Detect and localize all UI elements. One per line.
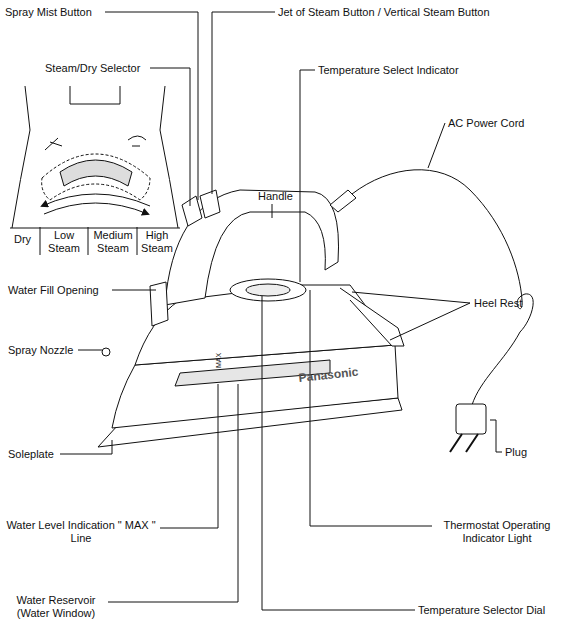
- leader-line: [310, 290, 432, 526]
- leader-line: [300, 70, 315, 282]
- button-shape: [200, 190, 220, 218]
- brand-mark: Panasonic: [298, 366, 359, 385]
- leader-line: [160, 384, 218, 528]
- setting-label: Medium Steam: [90, 229, 136, 255]
- inset-outline: [160, 86, 178, 228]
- selector-knob: [60, 160, 132, 186]
- part-label: AC Power Cord: [448, 117, 524, 130]
- inset-outline: [12, 86, 30, 228]
- dial-shape: [230, 279, 306, 301]
- setting-label: High Steam: [139, 229, 175, 255]
- part-label: Thermostat Operating Indicator Light: [432, 519, 562, 545]
- part-label: Handle: [258, 190, 293, 203]
- plug-shape: [456, 404, 486, 434]
- fill-opening: [150, 282, 168, 326]
- leader-line: [150, 68, 190, 206]
- selector-arrow: [44, 203, 148, 214]
- setting-label: Dry: [14, 233, 31, 246]
- handle-shape: [165, 190, 339, 305]
- leader-line: [108, 384, 238, 602]
- leader-line: [112, 290, 156, 291]
- leader-line: [60, 440, 112, 454]
- setting-label: Low Steam: [46, 229, 82, 255]
- leader-line: [212, 12, 275, 194]
- dry-symbol: [45, 138, 62, 150]
- part-label: Water Level Indication " MAX " Line: [5, 519, 157, 545]
- leader-line: [490, 420, 502, 452]
- part-label: Soleplate: [8, 448, 54, 461]
- part-label: Jet of Steam Button / Vertical Steam But…: [278, 6, 490, 19]
- leader-line: [262, 296, 415, 610]
- part-label: Water Fill Opening: [8, 284, 99, 297]
- part-label: Plug: [505, 446, 527, 459]
- leader-line: [105, 12, 198, 200]
- cord-shape: [352, 170, 533, 405]
- leader-line: [78, 350, 102, 351]
- steam-symbol: [128, 136, 146, 146]
- leader-line: [428, 123, 445, 168]
- part-label: Temperature Selector Dial: [418, 604, 545, 617]
- leader-line: [352, 292, 470, 340]
- part-label: Water Reservoir (Water Window): [5, 594, 107, 620]
- part-label: Heel Rest: [474, 297, 522, 310]
- button-shape: [182, 196, 202, 226]
- scale-divider: [10, 228, 180, 229]
- inset-cap: [70, 86, 120, 104]
- part-label: Temperature Select Indicator: [318, 64, 459, 77]
- plug-prong: [450, 434, 478, 452]
- dial-shape: [246, 284, 290, 296]
- part-label: Spray Nozzle: [8, 344, 73, 357]
- part-label: Spray Mist Button: [5, 6, 92, 19]
- nozzle-shape: [102, 348, 110, 356]
- part-label: Steam/Dry Selector: [45, 62, 140, 75]
- scale-divider: [40, 227, 137, 255]
- heel-rest-shape: [340, 288, 404, 346]
- selector-arrow: [42, 194, 150, 206]
- level-mark: MAX: [212, 353, 225, 368]
- selector-fan: [42, 154, 150, 200]
- leader-line: [272, 204, 273, 218]
